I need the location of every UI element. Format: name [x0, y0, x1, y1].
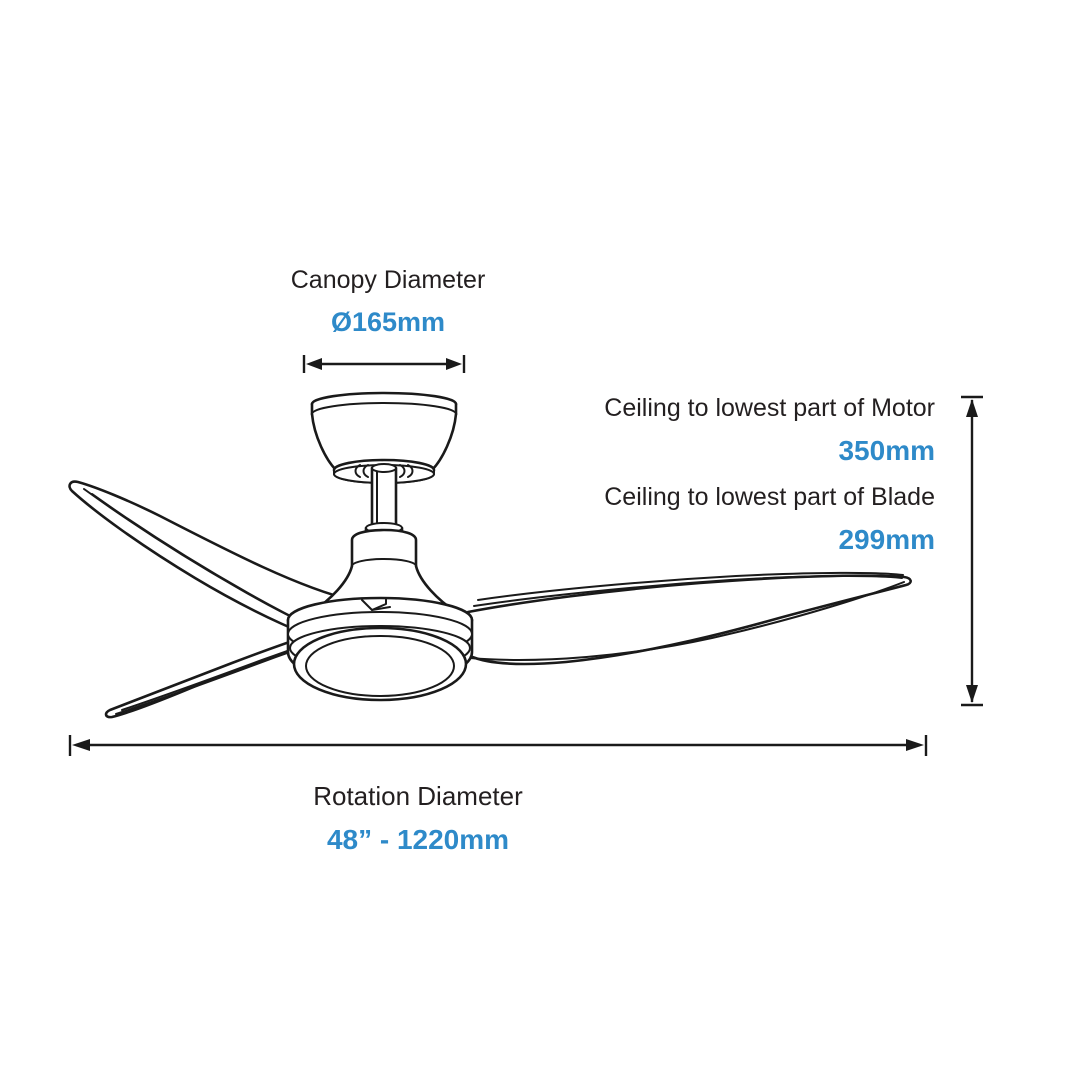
dimension-canopy-diameter: [302, 355, 466, 373]
rotation-diameter-value: 48” - 1220mm: [326, 824, 510, 856]
blade-height-label-group: Ceiling to lowest part of Blade 299mm: [455, 481, 935, 558]
motor-height-title: Ceiling to lowest part of Motor: [604, 394, 935, 422]
motor-housing: [286, 596, 474, 702]
rotation-diameter-label-group: Rotation Diameter 48” - 1220mm: [212, 780, 624, 858]
canopy-diameter-value: Ø165mm: [330, 307, 446, 337]
blade-bracket: [361, 597, 391, 611]
rotation-diameter-title: Rotation Diameter: [313, 781, 523, 811]
canopy-diameter-title: Canopy Diameter: [290, 266, 486, 294]
canopy-diameter-label-group: Canopy Diameter Ø165mm: [182, 264, 594, 340]
dimension-ceiling-height: [961, 395, 983, 707]
blade-height-value: 299mm: [838, 524, 935, 555]
blade-height-title: Ceiling to lowest part of Blade: [604, 483, 935, 511]
fan-blade-right: [466, 571, 912, 666]
motor-height-label-group: Ceiling to lowest part of Motor 350mm: [455, 392, 935, 469]
dimension-rotation-diameter: [68, 735, 928, 756]
motor-height-value: 350mm: [838, 435, 935, 466]
downrod: [364, 463, 404, 542]
